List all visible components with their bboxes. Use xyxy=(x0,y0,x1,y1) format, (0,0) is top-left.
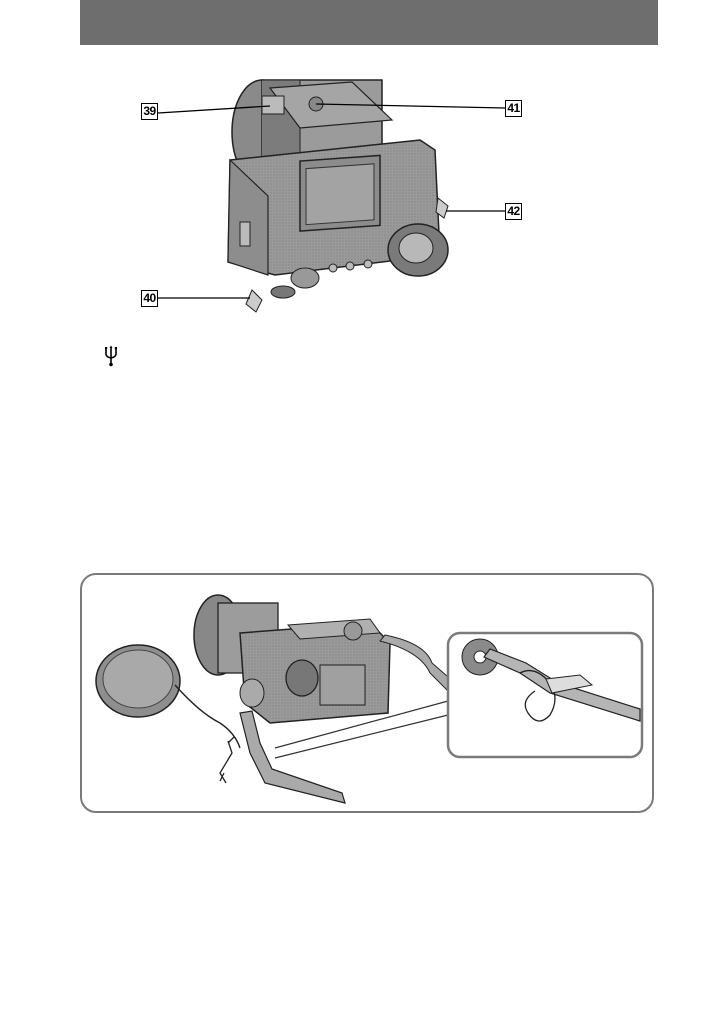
callout-40: 40 xyxy=(141,290,158,307)
callout-41: 41 xyxy=(505,100,522,117)
usb-trident-icon xyxy=(104,345,118,367)
camera-rear-illustration xyxy=(0,0,725,330)
callout-42: 42 xyxy=(505,203,522,220)
callout-39: 39 xyxy=(141,103,158,120)
strap-attachment-illustration xyxy=(80,573,654,813)
